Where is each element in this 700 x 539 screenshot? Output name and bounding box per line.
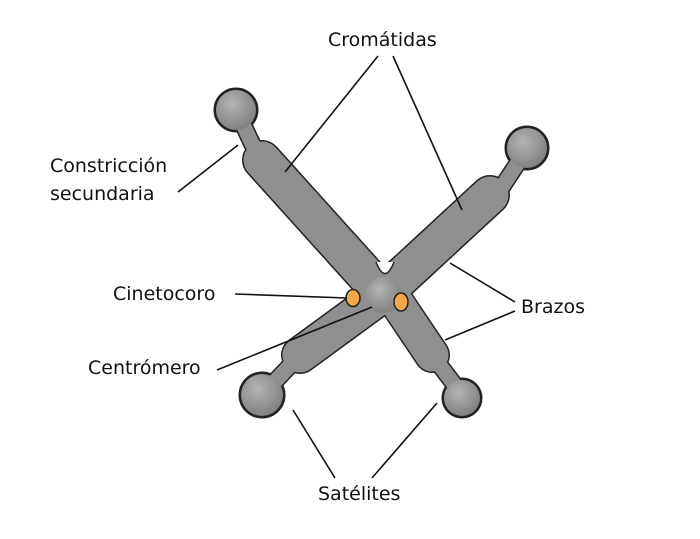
centromere-notch [375, 261, 395, 275]
satellite-top-right [507, 128, 547, 168]
centromere [365, 277, 401, 313]
satellite-bottom-left [241, 374, 283, 416]
leader-lines [177, 55, 516, 479]
satellite-bottom-right [444, 380, 480, 416]
label-constriccion-line1: Constricción [50, 155, 168, 177]
label-cromatidas: Cromátidas [328, 29, 437, 51]
label-constriccion-line2: secundaria [50, 183, 155, 205]
kinetochore-right [393, 292, 409, 312]
kinetochore-left [345, 288, 361, 308]
chromosome-body [216, 90, 547, 416]
label-satelites: Satélites [318, 483, 401, 505]
label-cinetocoro: Cinetocoro [113, 283, 216, 305]
label-brazos: Brazos [521, 296, 585, 318]
label-centromero: Centrómero [88, 357, 201, 379]
satellite-top-left [216, 90, 256, 130]
chromosome-outline [213, 87, 550, 419]
